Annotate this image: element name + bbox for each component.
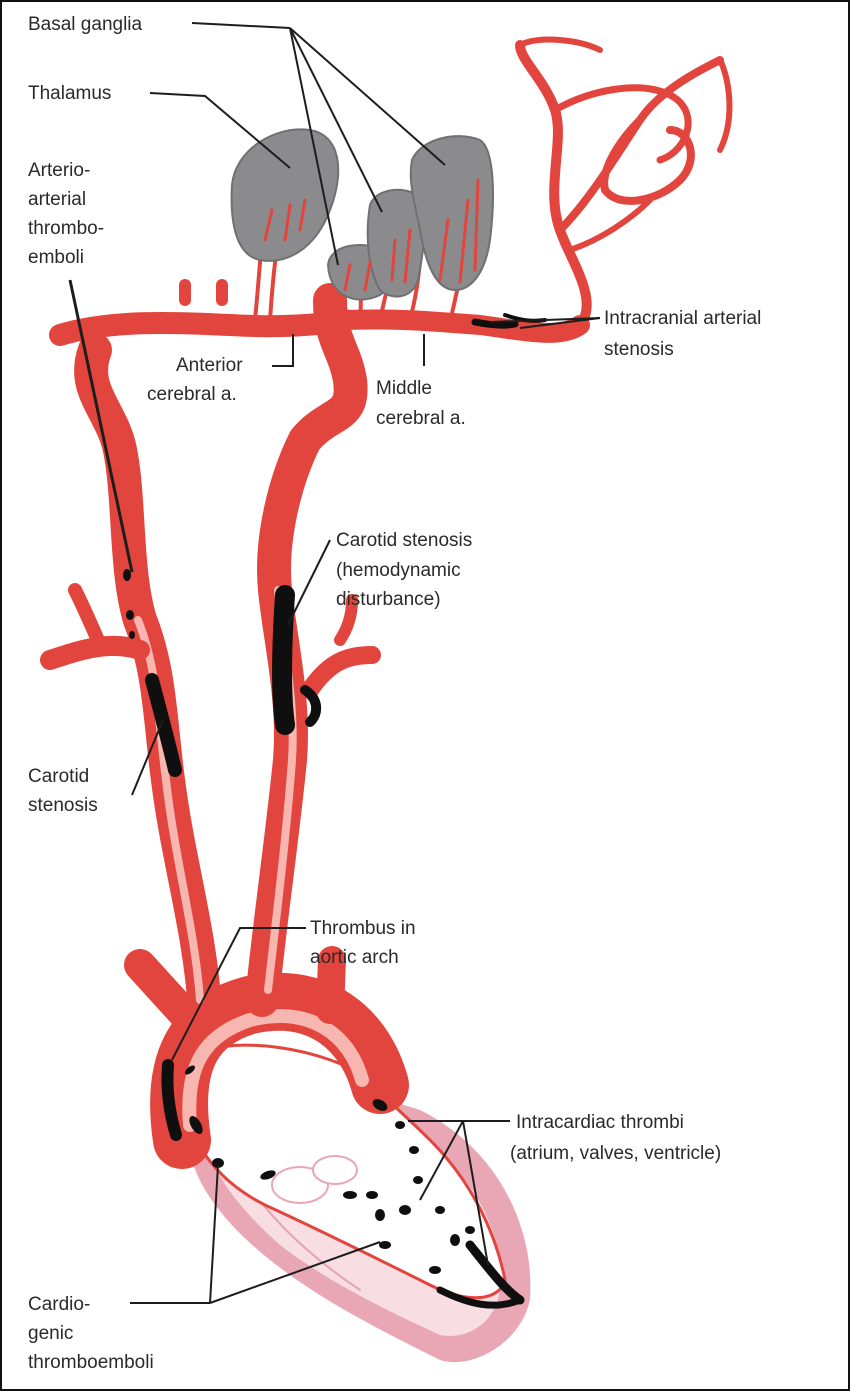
label-arterio-3: thrombo- [28, 218, 104, 239]
label-intracardiac-1: Intracardiac thrombi [516, 1112, 684, 1133]
basal-ganglia-shapes [232, 129, 493, 299]
label-anterior-2: cerebral a. [147, 384, 237, 405]
label-anterior-1: Anterior [176, 355, 243, 376]
label-thrombus-arch-2: aortic arch [310, 947, 399, 968]
label-cardio-3: thromboemboli [28, 1352, 154, 1373]
label-cardio-1: Cardio- [28, 1294, 90, 1315]
label-intracardiac-2: (atrium, valves, ventricle) [510, 1143, 721, 1164]
label-carotid-left-1: Carotid [28, 766, 89, 787]
label-thrombus-arch-1: Thrombus in [310, 918, 416, 939]
label-arterio-2: arterial [28, 189, 86, 210]
label-cardio-2: genic [28, 1323, 73, 1344]
label-intracranial-1: Intracranial arterial [604, 308, 761, 329]
label-arterio-1: Arterio- [28, 160, 90, 181]
left-carotid [50, 350, 205, 1010]
label-intracranial-2: stenosis [604, 339, 674, 360]
label-arterio-4: emboli [28, 247, 84, 268]
label-carotid-hemo-1: Carotid stenosis [336, 530, 472, 551]
label-middle-1: Middle [376, 378, 432, 399]
label-carotid-hemo-3: disturbance) [336, 589, 441, 610]
label-basal-ganglia: Basal ganglia [28, 14, 143, 35]
right-carotid [262, 300, 372, 1000]
label-middle-2: cerebral a. [376, 408, 466, 429]
label-thalamus: Thalamus [28, 83, 111, 104]
label-carotid-hemo-2: (hemodynamic [336, 560, 461, 581]
label-carotid-left-2: stenosis [28, 795, 98, 816]
